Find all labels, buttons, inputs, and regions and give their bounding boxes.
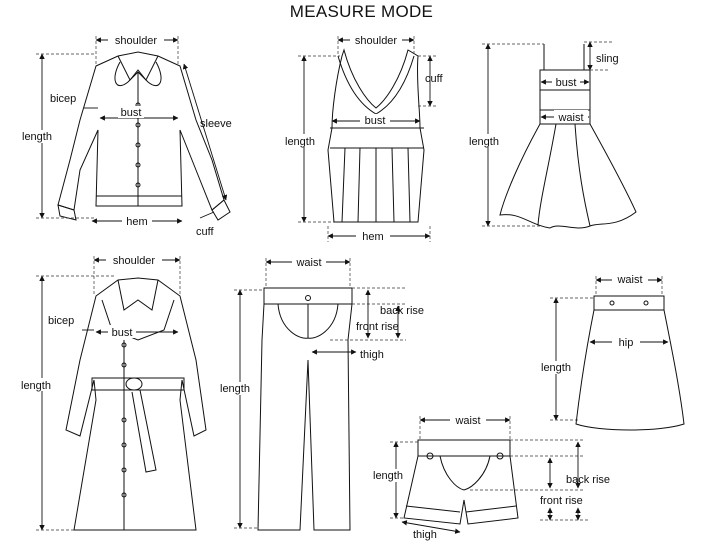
dress-waist-label: waist <box>557 112 583 124</box>
shorts-back-rise-label: back rise <box>566 474 610 486</box>
coat-bust-label: bust <box>112 327 133 339</box>
shorts-front-rise-label: front rise <box>540 495 583 507</box>
skirt-annotations: waist hip length <box>536 273 669 421</box>
dress-length-label: length <box>469 136 499 148</box>
pants-thigh-label: thigh <box>360 349 384 361</box>
shorts-length-label: length <box>373 470 403 482</box>
page-title: MEASURE MODE <box>289 2 434 21</box>
vest-bust-label: bust <box>365 115 386 127</box>
vest-shoulder-label: shoulder <box>355 35 398 47</box>
skirt-figure <box>575 295 685 431</box>
coat-shoulder-label: shoulder <box>113 255 156 267</box>
vest-figure <box>327 48 425 223</box>
shirt-cuff-label: cuff <box>196 226 214 238</box>
shorts-figure <box>403 439 519 525</box>
shorts-waist-label: waist <box>454 415 480 427</box>
skirt-length-label: length <box>541 362 571 374</box>
vest-cuff-label: cuff <box>425 73 443 85</box>
pants-waist-label: waist <box>295 257 321 269</box>
pants-length-label: length <box>220 383 250 395</box>
shorts-annotations: waist length back rise front rise thigh <box>368 413 610 541</box>
vest-annotations: shoulder cuff bust length hem <box>282 33 443 243</box>
shirt-figure <box>57 51 231 221</box>
dress-bust-label: bust <box>556 77 577 89</box>
pants-annotations: waist back rise front rise thigh length <box>214 255 424 529</box>
skirt-hip-label: hip <box>619 337 634 349</box>
coat-length-label: length <box>21 380 51 392</box>
coat-annotations: shoulder bicep bust length <box>16 253 181 531</box>
shirt-sleeve-label: sleeve <box>200 118 232 130</box>
vest-length-label: length <box>285 136 315 148</box>
dress-annotations: sling bust waist length <box>466 41 619 227</box>
pants-back-rise-label: back rise <box>380 305 424 317</box>
pants-front-rise-label: front rise <box>356 321 399 333</box>
pants-figure <box>257 287 353 531</box>
shirt-length-label: length <box>22 131 52 143</box>
shirt-annotations: shoulder bicep bust length sleeve hem cu… <box>18 33 232 238</box>
dress-figure <box>499 44 637 229</box>
vest-hem-label: hem <box>362 231 383 243</box>
shirt-shoulder-label: shoulder <box>115 35 158 47</box>
shorts-thigh-label: thigh <box>413 529 437 541</box>
coat-figure <box>65 277 207 531</box>
shirt-hem-label: hem <box>126 216 147 228</box>
shirt-bust-label: bust <box>121 107 142 119</box>
shirt-bicep-label: bicep <box>50 93 76 105</box>
dress-sling-label: sling <box>596 53 619 65</box>
coat-bicep-label: bicep <box>48 315 74 327</box>
skirt-waist-label: waist <box>616 274 642 286</box>
